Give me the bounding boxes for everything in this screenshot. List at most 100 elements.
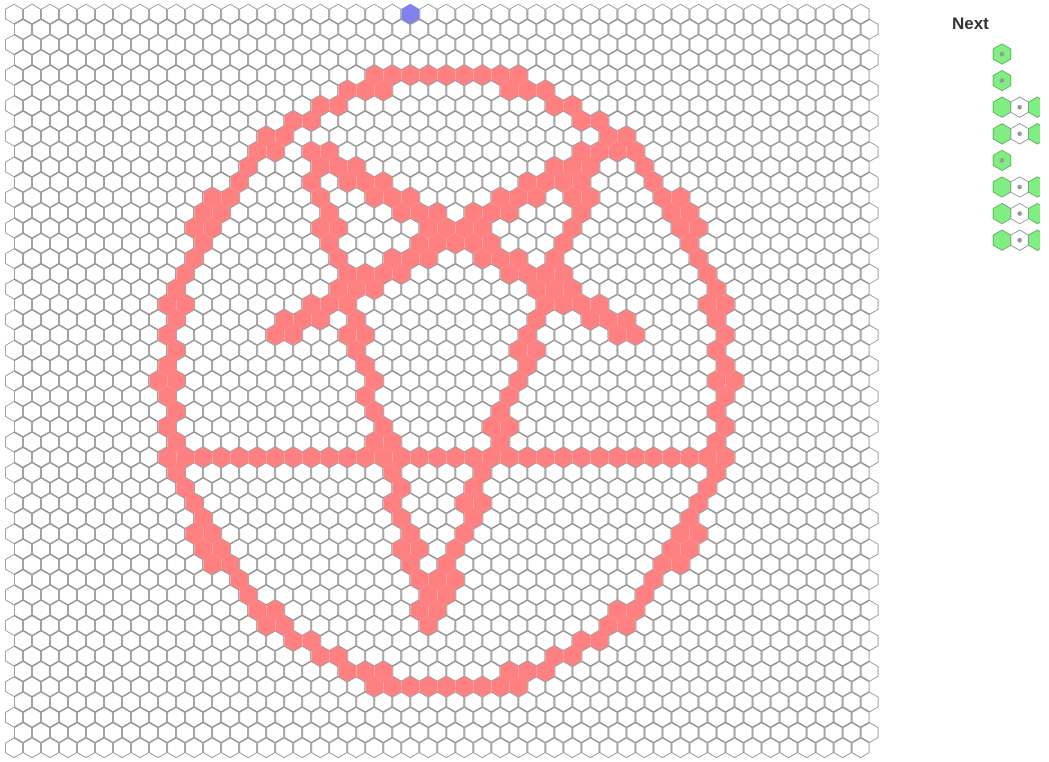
empty-cell[interactable] [653,584,672,606]
empty-cell[interactable] [590,691,609,713]
filled-cell[interactable] [284,324,303,346]
empty-cell[interactable] [221,401,240,422]
empty-cell[interactable] [374,691,393,713]
empty-cell[interactable] [275,278,294,300]
empty-cell[interactable] [365,217,384,239]
empty-cell[interactable] [662,80,681,101]
empty-cell[interactable] [590,80,609,101]
filled-cell[interactable] [410,233,429,254]
empty-cell[interactable] [302,691,321,713]
filled-cell[interactable] [230,447,249,468]
empty-cell[interactable] [455,278,474,300]
empty-cell[interactable] [41,401,59,422]
empty-cell[interactable] [122,630,140,652]
empty-cell[interactable] [806,508,825,529]
empty-cell[interactable] [545,3,564,25]
empty-cell[interactable] [59,370,77,392]
empty-cell[interactable] [554,110,573,132]
empty-cell[interactable] [662,599,681,621]
empty-cell[interactable] [437,3,456,25]
empty-cell[interactable] [194,110,213,132]
empty-cell[interactable] [635,340,654,361]
empty-cell[interactable] [176,141,195,162]
empty-cell[interactable] [806,538,825,560]
empty-cell[interactable] [338,141,357,162]
empty-cell[interactable] [293,217,312,239]
empty-cell[interactable] [572,599,591,621]
empty-cell[interactable] [347,64,366,86]
empty-cell[interactable] [491,95,510,116]
empty-cell[interactable] [266,722,285,743]
empty-cell[interactable] [329,706,348,728]
empty-cell[interactable] [590,538,609,560]
empty-cell[interactable] [545,34,564,55]
empty-cell[interactable] [662,263,681,285]
filled-cell[interactable] [572,171,591,193]
empty-cell[interactable] [167,64,186,86]
empty-cell[interactable] [122,171,140,193]
empty-cell[interactable] [293,278,312,300]
empty-cell[interactable] [770,141,789,162]
empty-cell[interactable] [95,431,113,453]
empty-cell[interactable] [32,538,50,560]
empty-cell[interactable] [104,722,122,743]
empty-cell[interactable] [5,401,23,422]
filled-cell[interactable] [563,156,582,178]
empty-cell[interactable] [401,462,420,483]
empty-cell[interactable] [410,477,429,499]
empty-cell[interactable] [590,202,609,224]
empty-cell[interactable] [212,599,231,621]
empty-cell[interactable] [149,706,167,728]
empty-cell[interactable] [743,95,762,116]
empty-cell[interactable] [122,508,140,529]
empty-cell[interactable] [374,722,393,743]
empty-cell[interactable] [806,171,825,193]
filled-cell[interactable] [473,64,492,86]
empty-cell[interactable] [779,615,798,636]
empty-cell[interactable] [473,401,492,422]
empty-cell[interactable] [536,233,555,254]
empty-cell[interactable] [212,263,231,285]
empty-cell[interactable] [365,34,384,55]
empty-cell[interactable] [446,202,465,224]
empty-cell[interactable] [734,263,753,285]
empty-cell[interactable] [338,508,357,529]
filled-cell[interactable] [563,187,582,208]
empty-cell[interactable] [716,722,735,743]
empty-cell[interactable] [797,676,816,697]
empty-cell[interactable] [275,370,294,392]
filled-cell[interactable] [419,248,438,269]
filled-cell[interactable] [383,64,402,86]
empty-cell[interactable] [806,599,825,621]
empty-cell[interactable] [23,278,41,300]
empty-cell[interactable] [563,401,582,422]
filled-cell[interactable] [212,202,231,224]
empty-cell[interactable] [59,95,77,116]
filled-cell[interactable] [383,248,402,269]
filled-cell[interactable] [194,508,213,529]
empty-cell[interactable] [509,309,528,331]
empty-cell[interactable] [455,34,474,55]
empty-cell[interactable] [608,233,627,254]
empty-cell[interactable] [671,248,690,269]
empty-cell[interactable] [698,110,717,132]
empty-cell[interactable] [158,691,177,713]
filled-cell[interactable] [392,477,411,499]
empty-cell[interactable] [581,431,600,453]
filled-cell[interactable] [167,401,186,422]
empty-cell[interactable] [554,630,573,652]
filled-cell[interactable] [707,431,726,453]
empty-cell[interactable] [194,477,213,499]
empty-cell[interactable] [356,691,375,713]
empty-cell[interactable] [86,202,104,224]
empty-cell[interactable] [59,431,77,453]
empty-cell[interactable] [806,691,825,713]
empty-cell[interactable] [815,126,834,147]
empty-cell[interactable] [140,661,158,682]
empty-cell[interactable] [86,141,104,162]
empty-cell[interactable] [311,584,330,606]
empty-cell[interactable] [311,370,330,392]
empty-cell[interactable] [212,80,231,101]
empty-cell[interactable] [608,263,627,285]
empty-cell[interactable] [725,340,744,361]
